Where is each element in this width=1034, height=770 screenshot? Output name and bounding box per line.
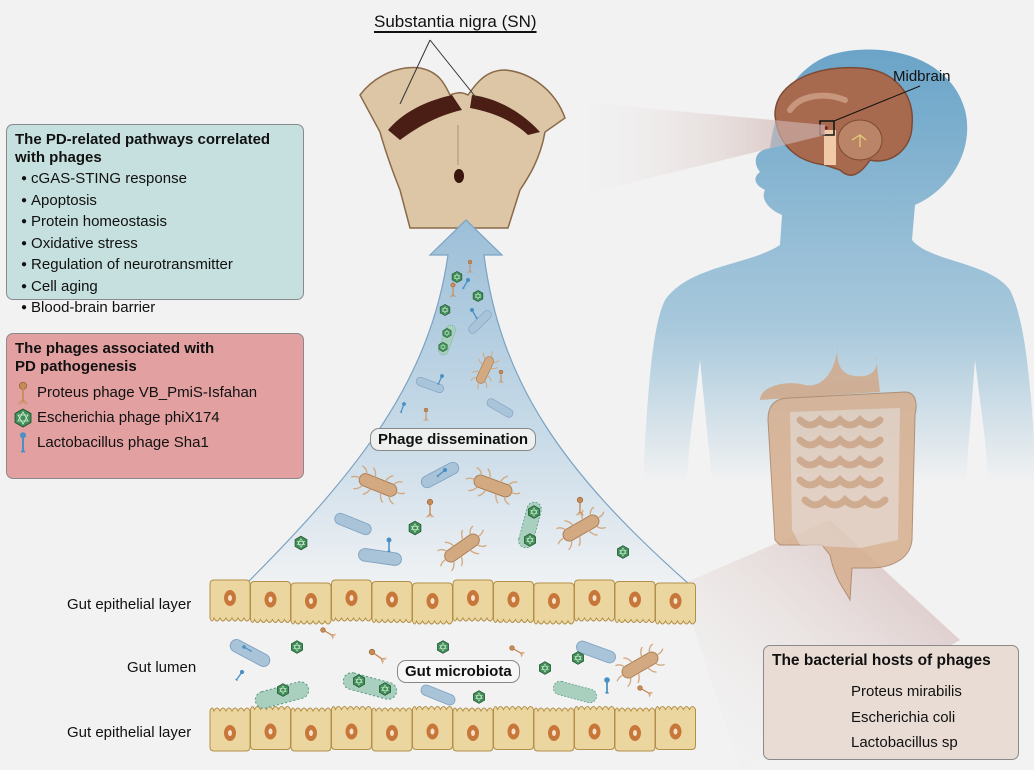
epithelial-cell: [452, 579, 494, 622]
phage-list-item: Proteus phage VB_PmiS-Isfahan: [13, 380, 295, 405]
pathway-item: cGAS-STING response: [21, 169, 295, 191]
midbrain-pointer-line: [833, 85, 921, 122]
epithelial-cell: [493, 706, 534, 750]
pathway-item: Blood-brain barrier: [21, 298, 295, 320]
upper-gut-epithelial-layer: [209, 579, 696, 625]
epithelial-cell: [533, 707, 575, 752]
pd-phages-title: The phages associated with PD pathogenes…: [15, 340, 215, 375]
epithelial-cell: [412, 582, 453, 625]
epithelial-cell: [493, 581, 534, 623]
host-list-item: Proteus mirabilis: [851, 683, 962, 700]
bacterial-hosts-title: The bacterial hosts of phages: [772, 652, 991, 669]
bacterial-hosts-box: The bacterial hosts of phages Proteus mi…: [763, 645, 1019, 760]
epithelial-cell: [614, 581, 656, 623]
pathway-item: Oxidative stress: [21, 234, 295, 256]
pd-pathways-list: cGAS-STING response Apoptosis Protein ho…: [15, 169, 295, 320]
human-body-silhouette: [640, 49, 1034, 561]
pathway-item: Protein homeostasis: [21, 212, 295, 234]
epithelial-cell: [331, 706, 372, 750]
epithelial-cell: [614, 707, 656, 752]
zoom-beam-brain: [560, 100, 825, 200]
pathway-item: Cell aging: [21, 277, 295, 299]
epithelial-cell: [412, 706, 453, 750]
phage-list-item: Lactobacillus phage Sha1: [13, 430, 295, 455]
lower-epithelium-label: Gut epithelial layer: [67, 724, 192, 741]
midbrain-label: Midbrain: [893, 68, 951, 85]
epithelial-cell: [655, 706, 696, 750]
epithelial-cell: [290, 582, 332, 625]
epithelial-cell: [290, 707, 332, 752]
brain-illustration: [774, 66, 921, 176]
pd-phages-box: The phages associated with PD pathogenes…: [6, 333, 304, 479]
substantia-nigra-label: Substantia nigra (SN): [374, 12, 537, 31]
gut-microbiota-label: Gut microbiota: [397, 660, 520, 683]
phage-dissemination-label: Phage dissemination: [370, 428, 537, 451]
epithelial-cell: [209, 579, 251, 622]
dissemination-arrow: [243, 219, 692, 586]
epithelial-cell: [574, 706, 615, 750]
lower-gut-epithelial-layer: [209, 706, 696, 752]
epithelial-cell: [331, 579, 372, 622]
host-list-item: Lactobacillus sp: [851, 734, 958, 751]
pd-pathways-box: The PD-related pathways correlated with …: [6, 124, 304, 316]
epithelial-cell: [452, 707, 494, 752]
epithelial-cell: [371, 707, 413, 752]
pd-pathways-title: The PD-related pathways correlated with …: [15, 131, 271, 166]
epithelial-cell: [209, 707, 251, 752]
gut-lumen-label: Gut lumen: [127, 659, 197, 676]
upper-epithelium-label: Gut epithelial layer: [67, 596, 192, 613]
epithelial-cell: [371, 581, 413, 623]
icosahedral-phage-icon: [14, 408, 32, 427]
epithelial-cell: [533, 582, 575, 625]
epithelial-cell: [574, 579, 615, 622]
host-list-item: Escherichia coli: [851, 709, 956, 726]
pathway-item: Regulation of neurotransmitter: [21, 255, 295, 277]
intestines-illustration: [760, 343, 917, 602]
midbrain-slice: [359, 39, 566, 229]
epithelial-cell: [250, 706, 291, 750]
filamentous-phage-icon: [20, 431, 26, 452]
epithelial-cell: [655, 582, 696, 625]
tailed-phage-icon: [17, 381, 29, 404]
phage-list-item: Escherichia phage phiX174: [13, 405, 295, 430]
epithelial-cell: [250, 581, 291, 623]
pathway-item: Apoptosis: [21, 191, 295, 213]
